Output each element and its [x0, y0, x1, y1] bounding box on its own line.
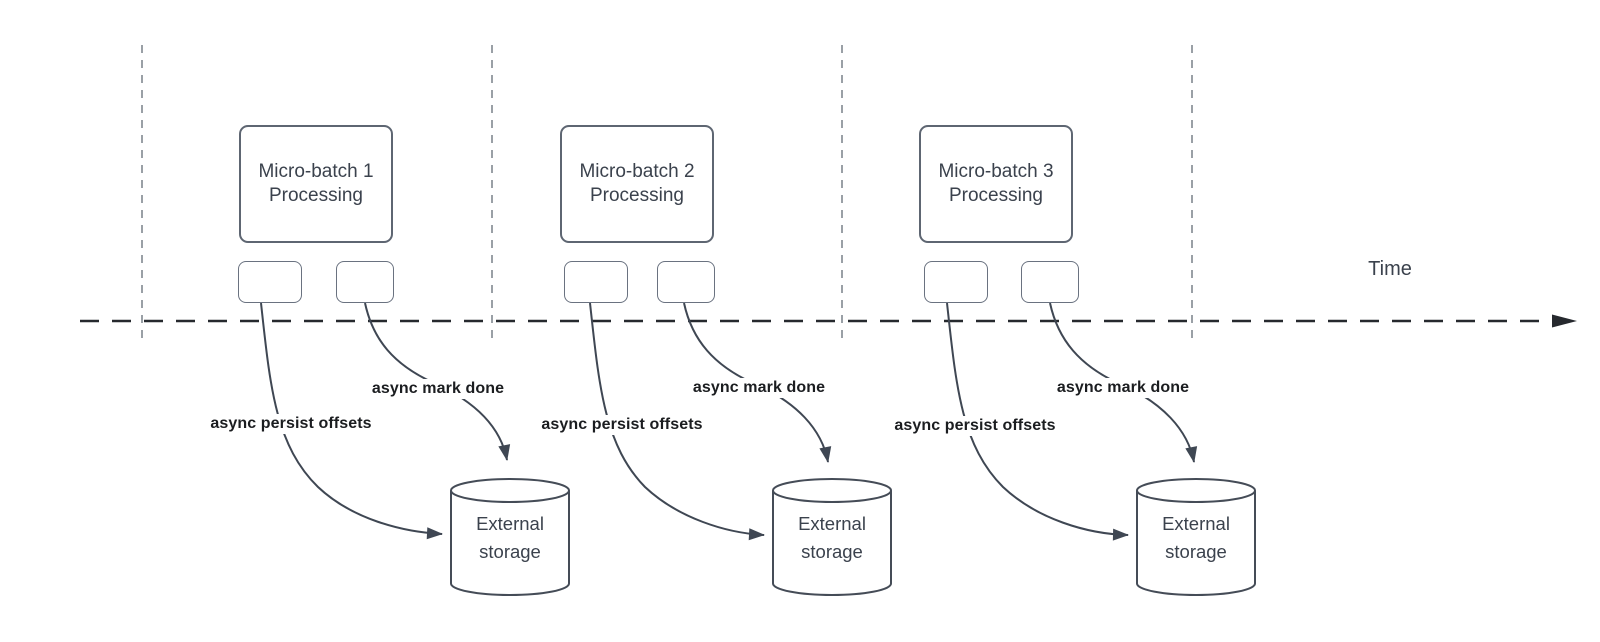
persist-offsets-label: async persist offsets — [537, 415, 707, 435]
storage-cylinder — [450, 478, 570, 596]
mark-done-label: async mark done — [1052, 378, 1194, 398]
external-storage-label: External storage — [476, 513, 544, 562]
microbatch-box-label: Micro-batch 1 Processing — [258, 161, 374, 206]
persist-offsets-label: async persist offsets — [206, 414, 376, 434]
external-storage-label: External storage — [1162, 513, 1230, 562]
persist-offsets-arrow — [589, 302, 765, 541]
offsets-task-box — [564, 261, 628, 303]
microbatch-box-label: Micro-batch 2 Processing — [579, 161, 695, 206]
mark-done-label: async mark done — [367, 379, 509, 399]
persist-offsets-arrow — [946, 302, 1129, 541]
microbatch-2-processing-box: Micro-batch 2 Processing — [560, 125, 714, 243]
mark-done-task-box — [657, 261, 715, 303]
offsets-task-box — [924, 261, 988, 303]
microbatch-box-label: Micro-batch 3 Processing — [938, 161, 1054, 206]
time-axis-label: Time — [1368, 258, 1412, 280]
mark-done-task-box — [1021, 261, 1079, 303]
mark-done-task-box — [336, 261, 394, 303]
storage-cylinder — [772, 478, 892, 596]
persist-offsets-arrow — [260, 302, 443, 540]
microbatch-1-processing-box: Micro-batch 1 Processing — [239, 125, 393, 243]
persist-offsets-label: async persist offsets — [890, 416, 1060, 436]
microbatch-3-processing-box: Micro-batch 3 Processing — [919, 125, 1073, 243]
mark-done-label: async mark done — [688, 378, 830, 398]
offsets-task-box — [238, 261, 302, 303]
timeline-arrowhead-icon — [1552, 314, 1577, 328]
storage-cylinder — [1136, 478, 1256, 596]
external-storage-label: External storage — [798, 513, 866, 562]
